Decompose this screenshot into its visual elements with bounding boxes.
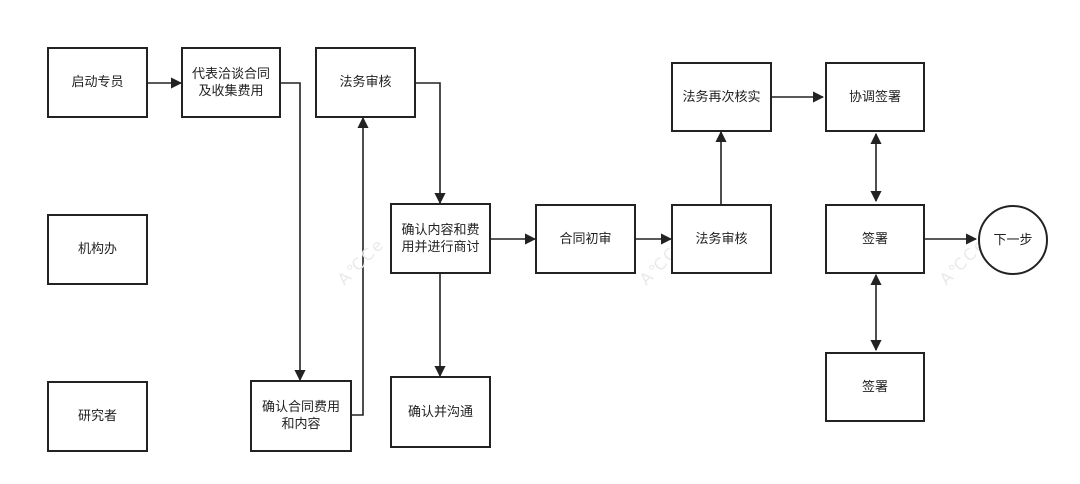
node-coordinate-signing: 协调签署 bbox=[825, 62, 925, 132]
node-label: 机构办 bbox=[77, 242, 117, 257]
node-label: 确认合同费用 和内容 bbox=[261, 400, 340, 432]
node-label: 确认内容和费 用并进行商讨 bbox=[401, 222, 480, 255]
node-label: 法务审核 bbox=[339, 75, 392, 90]
node-confirm-content-negotiate: 确认内容和费 用并进行商讨 bbox=[390, 203, 491, 274]
edge-legal-to-confirm-content bbox=[416, 82, 446, 205]
node-negotiate-contract: 代表洽谈合同 及收集费用 bbox=[181, 47, 281, 118]
node-label: 法务再次核实 bbox=[682, 89, 761, 105]
node-confirm-communicate: 确认并沟通 bbox=[390, 376, 491, 448]
node-start-specialist: 启动专员 bbox=[47, 47, 148, 118]
node-legal-recheck: 法务再次核实 bbox=[671, 62, 772, 132]
node-signing-middle: 签署 bbox=[825, 204, 925, 274]
node-institution-office: 机构办 bbox=[47, 214, 148, 285]
node-label: 确认并沟通 bbox=[407, 404, 473, 420]
node-legal-review-middle: 法务审核 bbox=[671, 204, 772, 274]
node-label: 签署 bbox=[861, 231, 888, 247]
node-label: 协调签署 bbox=[848, 89, 901, 105]
node-legal-review-top: 法务审核 bbox=[315, 47, 416, 118]
node-label: 下一步 bbox=[993, 232, 1033, 248]
node-confirm-contract-fees: 确认合同费用 和内容 bbox=[250, 380, 352, 452]
node-label: 合同初审 bbox=[559, 231, 612, 247]
edge-confirm-fees-to-legal bbox=[352, 116, 369, 416]
node-label: 法务审核 bbox=[695, 231, 748, 247]
node-label: 研究者 bbox=[77, 409, 117, 424]
node-label: 签署 bbox=[861, 379, 888, 395]
node-next-step: 下一步 bbox=[978, 205, 1048, 275]
node-signing-bottom: 签署 bbox=[825, 352, 925, 422]
node-researcher: 研究者 bbox=[47, 381, 148, 452]
node-contract-preliminary-review: 合同初审 bbox=[535, 204, 636, 274]
edge-negotiate-to-confirm-fees bbox=[281, 82, 306, 382]
node-label: 代表洽谈合同 及收集费用 bbox=[191, 66, 270, 99]
node-label: 启动专员 bbox=[71, 75, 124, 90]
